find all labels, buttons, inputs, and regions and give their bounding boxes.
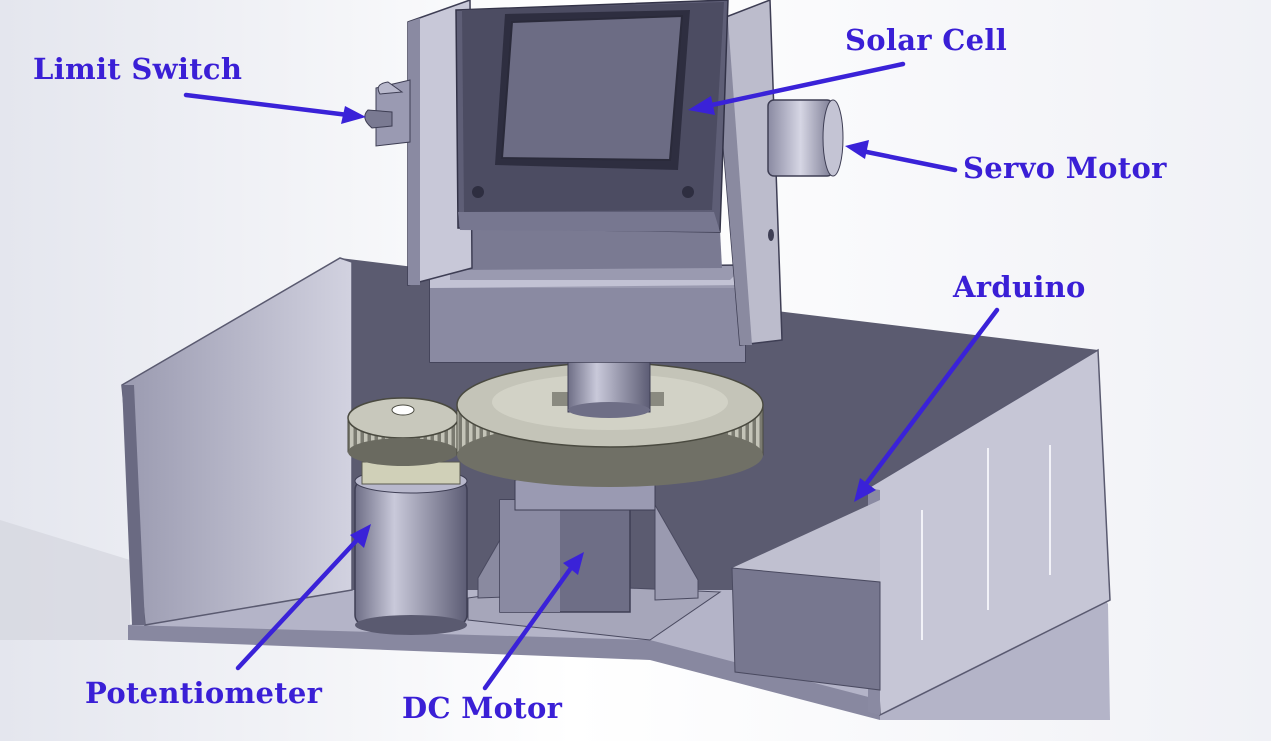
- arduino-arrow: [863, 307, 1000, 487]
- tilt-tray: [429, 230, 746, 363]
- potentiometer-arrowhead: [350, 524, 371, 548]
- dc-motor-arrow: [482, 565, 574, 691]
- label-arduino: Arduino: [953, 270, 1086, 304]
- arduino-board: [731, 500, 881, 691]
- motor-mount: [467, 479, 722, 641]
- label-solar-cell: Solar Cell: [845, 23, 1008, 57]
- callout-arrows: [183, 61, 1000, 691]
- label-limit-switch: Limit Switch: [33, 52, 243, 86]
- label-dc-motor: DC Motor: [402, 691, 563, 725]
- potentiometer-arrow: [235, 537, 360, 671]
- potentiometer-body: [354, 461, 468, 635]
- limit-switch-part: [364, 79, 411, 147]
- limit-switch-arrowhead: [341, 106, 366, 124]
- small-gear: [347, 397, 459, 466]
- solar-cell-arrowhead: [688, 96, 715, 115]
- dc-motor-arrowhead: [563, 552, 584, 575]
- floor-shadow: [0, 520, 130, 640]
- servo-motor-part: [767, 99, 844, 177]
- shaft: [567, 359, 651, 418]
- label-potentiometer: Potentiometer: [85, 676, 323, 710]
- arduino-arrowhead: [854, 478, 876, 502]
- limit-switch-arrow: [183, 92, 351, 118]
- servo-motor-arrowhead: [845, 140, 869, 159]
- solar-cell-arrow: [704, 61, 906, 109]
- label-servo-motor: Servo Motor: [963, 151, 1167, 185]
- servo-motor-arrow: [859, 148, 958, 173]
- solar-panel: [455, 0, 729, 233]
